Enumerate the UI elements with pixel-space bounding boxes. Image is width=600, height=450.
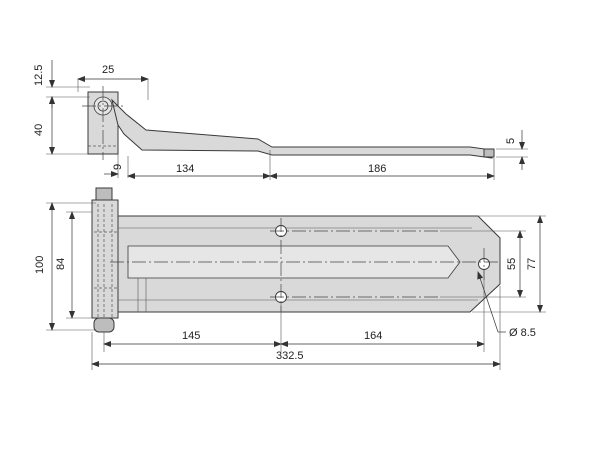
dim-plate-width: 77 — [526, 258, 538, 270]
dim-leaf-segment-1: 134 — [176, 163, 194, 175]
bolt-head-top — [95, 187, 113, 201]
dim-knuckle-height: 40 — [33, 124, 45, 136]
dim-inner-height: 84 — [55, 258, 67, 270]
top-view: 100 84 55 77 145 164 332.5 Ø 8.5 — [34, 187, 546, 370]
bolt-end-bottom — [93, 317, 115, 333]
dim-overall-length: 332.5 — [276, 350, 304, 362]
dim-knuckle-width: 25 — [102, 64, 114, 76]
dim-leaf-segment-2: 186 — [368, 163, 386, 175]
dim-hole-spacing-2: 164 — [364, 330, 382, 342]
dim-leaf-offset: 9 — [112, 164, 124, 170]
dim-hole-diameter: Ø 8.5 — [509, 327, 536, 339]
leaf-end-tab — [483, 148, 495, 158]
dim-top-offset: 12.5 — [33, 65, 45, 86]
dim-hole-spacing-1: 145 — [182, 330, 200, 342]
side-view: 25 12.5 40 9 134 186 5 — [33, 60, 528, 180]
leaf-profile — [111, 98, 493, 159]
dim-hole-spacing-vertical: 55 — [506, 258, 518, 270]
dim-leaf-thickness: 5 — [505, 138, 517, 144]
knuckle-barrel — [91, 199, 119, 319]
dim-total-height: 100 — [34, 256, 46, 274]
